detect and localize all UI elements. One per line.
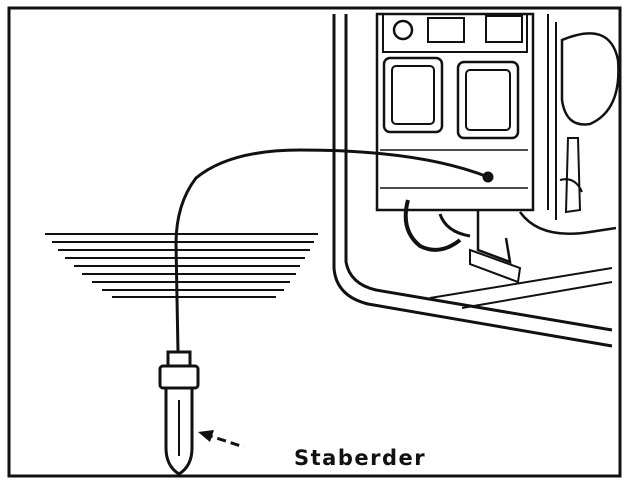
outlet-left [382, 56, 444, 134]
generator [332, 12, 620, 348]
breaker-switch [427, 17, 465, 43]
switch-knob [392, 19, 414, 41]
ground-rod [158, 350, 200, 476]
outlet-right [456, 60, 520, 140]
ground-cable [174, 148, 489, 353]
callout-arrow [198, 430, 245, 449]
ground-water-lines [45, 233, 318, 298]
staberder-label: Staberder [294, 446, 426, 470]
